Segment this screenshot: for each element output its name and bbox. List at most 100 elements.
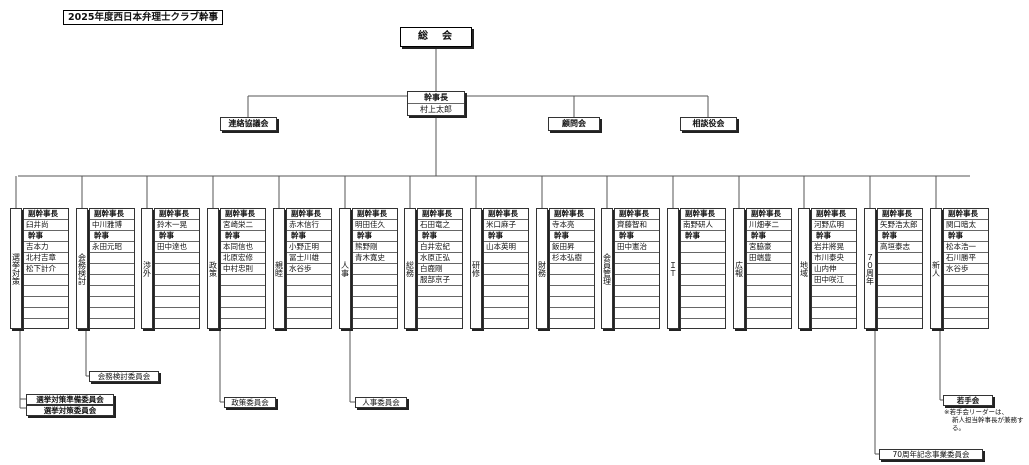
secretary-heading: 幹事 (747, 231, 791, 242)
vice-chief-name: 河野広明 (812, 220, 856, 231)
secretary-name: 水谷歩 (944, 264, 988, 275)
vice-chief-heading: 副幹事長 (681, 209, 725, 220)
chief-secretary-box: 幹事長 村上太郎 (407, 91, 465, 116)
empty-row (681, 286, 725, 297)
empty-row (878, 286, 922, 297)
empty-row (747, 264, 791, 275)
vice-chief-name: 宮崎栄二 (221, 220, 265, 231)
secretary-name: 田中憲治 (615, 242, 659, 253)
department-label: 研修 (470, 208, 482, 329)
vice-chief-heading: 副幹事長 (550, 209, 594, 220)
secretary-heading: 幹事 (155, 231, 199, 242)
vice-chief-heading: 副幹事長 (484, 209, 528, 220)
empty-row (221, 297, 265, 308)
consultants-council-box: 相談役会 (680, 117, 737, 131)
empty-row (681, 242, 725, 253)
secretary-name: 白鹿剛 (418, 264, 462, 275)
department-label: 会務検討 (76, 208, 88, 329)
empty-row (221, 308, 265, 319)
personnel-committee-box: 人事委員会 (355, 397, 407, 408)
secretary-heading: 幹事 (353, 231, 397, 242)
empty-row (90, 253, 134, 264)
vice-chief-name: 臼井尚 (24, 220, 68, 231)
department-roster: 副幹事長河野広明幹事岩井將晃市川泰央山内伸田中咲江 (811, 208, 857, 329)
secretary-heading: 幹事 (287, 231, 331, 242)
secretary-heading: 幹事 (878, 231, 922, 242)
department-column: ７０周年副幹事長矢野浩太郎幹事高垣泰志 (864, 208, 923, 329)
empty-row (812, 297, 856, 308)
empty-row (812, 319, 856, 330)
empty-row (812, 286, 856, 297)
secretary-name: 田端豊 (747, 253, 791, 264)
department-label: 広報 (733, 208, 745, 329)
department-label: 新人 (930, 208, 942, 329)
empty-row (550, 286, 594, 297)
empty-row (24, 308, 68, 319)
department-column: 広報副幹事長川畑孝二幹事宮脇豪田端豊 (733, 208, 792, 329)
department-column: 財務副幹事長寺本亮幹事飯田昇杉本弘樹 (536, 208, 595, 329)
vice-chief-heading: 副幹事長 (615, 209, 659, 220)
vice-chief-heading: 副幹事長 (155, 209, 199, 220)
general-assembly-box: 総 会 (400, 27, 472, 47)
empty-row (681, 275, 725, 286)
department-column: 人事副幹事長明田佳久幹事熊野剛青木寛史 (339, 208, 398, 329)
empty-row (550, 264, 594, 275)
empty-row (615, 319, 659, 330)
department-column: 地域副幹事長河野広明幹事岩井將晃市川泰央山内伸田中咲江 (798, 208, 857, 329)
empty-row (155, 286, 199, 297)
secretary-name: 本同信也 (221, 242, 265, 253)
empty-row (681, 264, 725, 275)
secretary-name: 松本浩一 (944, 242, 988, 253)
affairs-committee-box: 会務検討委員会 (89, 371, 159, 382)
empty-row (878, 264, 922, 275)
vice-chief-name: 矢野浩太郎 (878, 220, 922, 231)
empty-row (484, 286, 528, 297)
vice-chief-heading: 副幹事長 (878, 209, 922, 220)
empty-row (287, 297, 331, 308)
empty-row (812, 308, 856, 319)
secretary-name: 山内伸 (812, 264, 856, 275)
empty-row (287, 308, 331, 319)
empty-row (90, 308, 134, 319)
empty-row (353, 275, 397, 286)
secretary-name: 水谷歩 (287, 264, 331, 275)
secretary-heading: 幹事 (944, 231, 988, 242)
department-label: 渉外 (141, 208, 153, 329)
department-label: 財務 (536, 208, 548, 329)
empty-row (944, 297, 988, 308)
department-label: ＩＴ (667, 208, 679, 329)
department-column: 渉外副幹事長鈴木一晃幹事田中達也 (141, 208, 200, 329)
empty-row (484, 253, 528, 264)
secretary-name: 山本英明 (484, 242, 528, 253)
empty-row (615, 253, 659, 264)
empty-row (747, 275, 791, 286)
vice-chief-name: 齊藤智和 (615, 220, 659, 231)
vice-chief-heading: 副幹事長 (221, 209, 265, 220)
secretary-name: 宮脇豪 (747, 242, 791, 253)
secretary-name: 田中咲江 (812, 275, 856, 286)
secretary-heading: 幹事 (681, 231, 725, 242)
secretary-name: 市川泰央 (812, 253, 856, 264)
empty-row (90, 275, 134, 286)
secretary-name: 服部京子 (418, 275, 462, 286)
vice-chief-name: 石田竜之 (418, 220, 462, 231)
empty-row (155, 308, 199, 319)
empty-row (878, 319, 922, 330)
empty-row (484, 264, 528, 275)
secretary-name: 水原正弘 (418, 253, 462, 264)
secretary-name: 松下計介 (24, 264, 68, 275)
chart-title: 2025年度西日本弁理士クラブ幹事 (63, 10, 223, 25)
empty-row (878, 297, 922, 308)
vice-chief-heading: 副幹事長 (24, 209, 68, 220)
department-column: 研修副幹事長米口麻子幹事山本英明 (470, 208, 529, 329)
secretary-heading: 幹事 (812, 231, 856, 242)
empty-row (353, 286, 397, 297)
vice-chief-name: 中川雅博 (90, 220, 134, 231)
department-roster: 副幹事長鈴木一晃幹事田中達也 (154, 208, 200, 329)
empty-row (418, 308, 462, 319)
empty-row (550, 319, 594, 330)
department-label: 地域 (798, 208, 810, 329)
department-roster: 副幹事長石田竜之幹事白井宏紀水原正弘白鹿剛服部京子 (417, 208, 463, 329)
empty-row (353, 297, 397, 308)
